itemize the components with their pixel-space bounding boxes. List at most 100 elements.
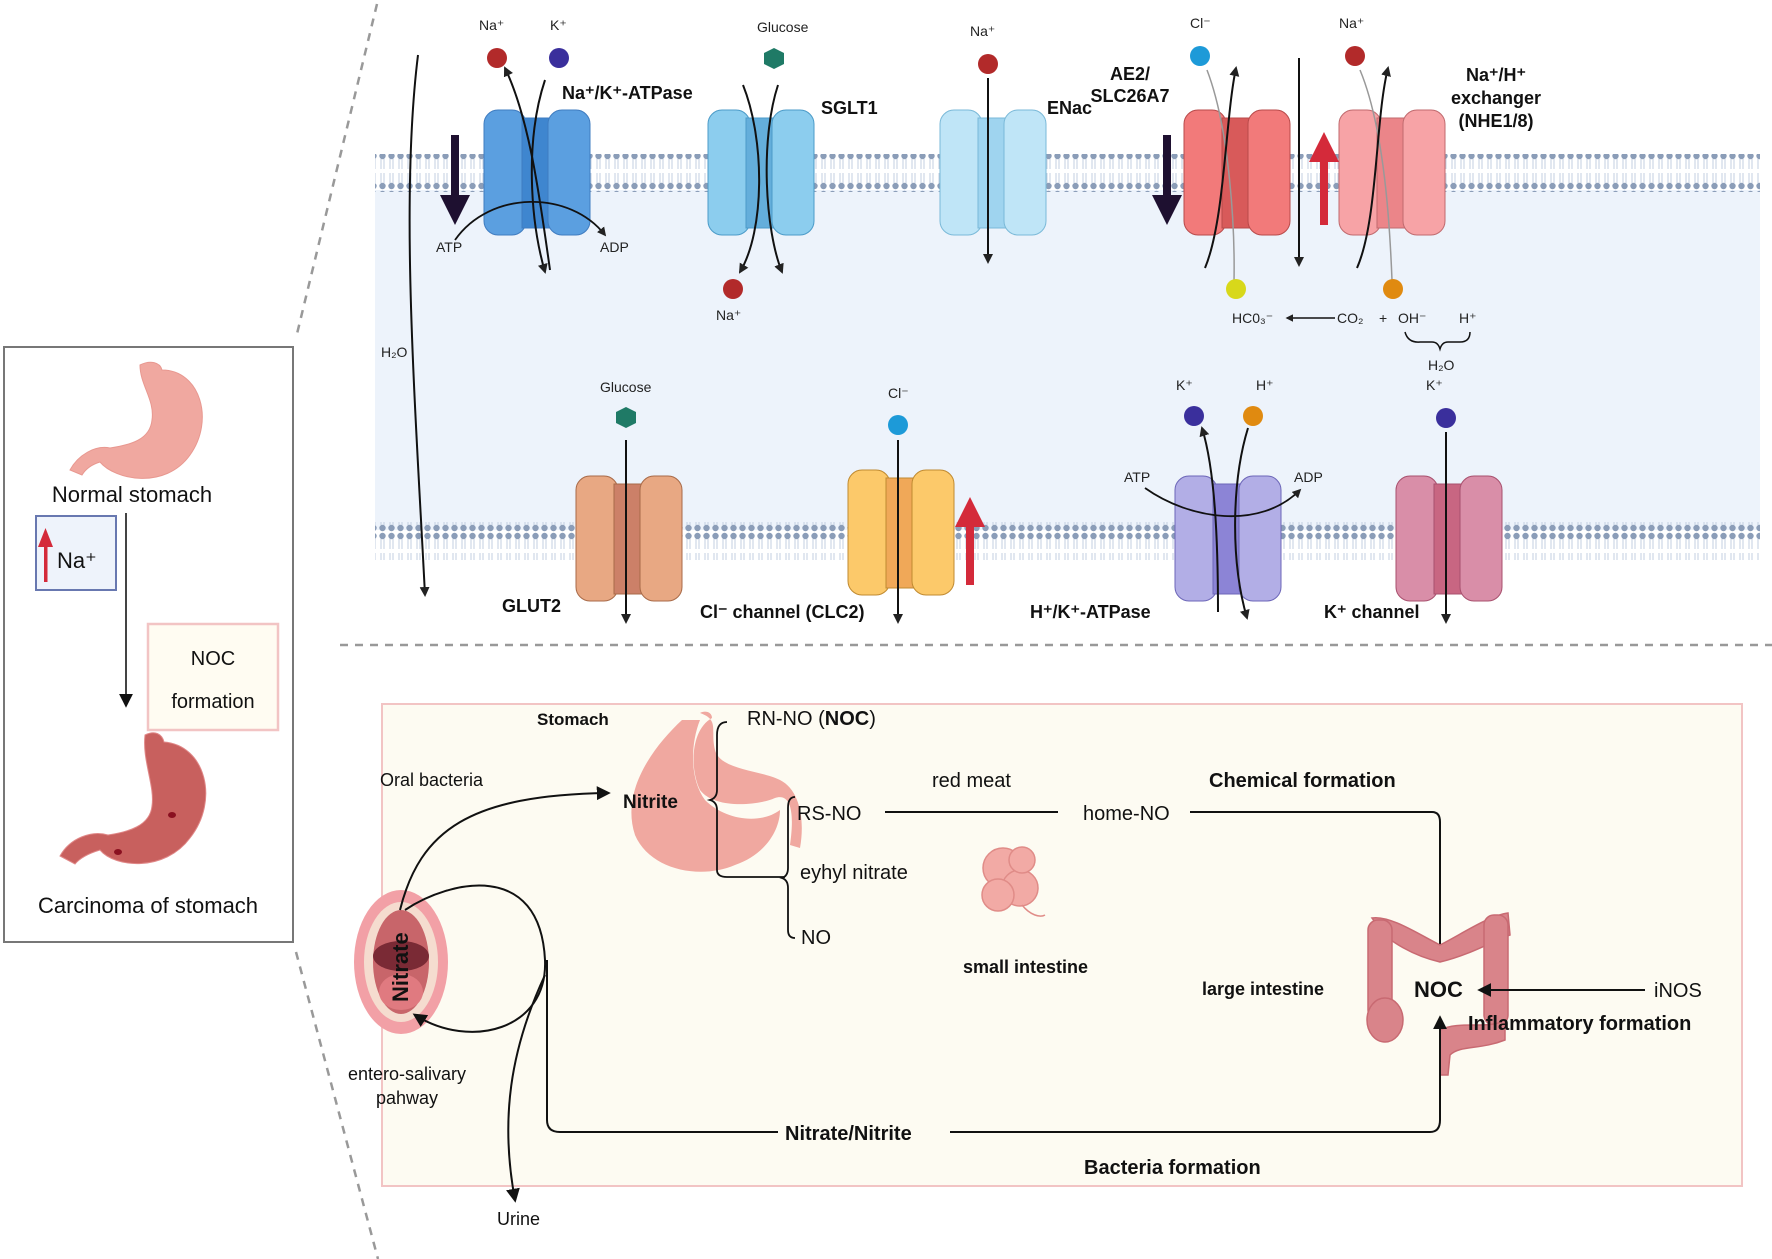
no-label: NO bbox=[801, 927, 831, 949]
bacteria-formation-arrow bbox=[950, 1015, 1447, 1133]
rsno-products-brace bbox=[779, 796, 796, 939]
hk-atp-arrow bbox=[1144, 487, 1302, 517]
sglt1-transporter bbox=[707, 109, 815, 236]
noc-formation-box bbox=[146, 622, 280, 732]
oral-bacteria-arrow bbox=[399, 786, 611, 911]
carbonic-reaction: HC0₃⁻ CO₂ + OH⁻ H⁺ H₂O bbox=[1232, 310, 1477, 373]
decrease-arrow-na-k bbox=[440, 135, 470, 225]
atp-label-hk: ATP bbox=[1124, 469, 1150, 485]
large-intestine-label: large intestine bbox=[1202, 979, 1324, 999]
large-intestine-illustration bbox=[1366, 912, 1511, 1076]
noc-label: NOC bbox=[1414, 977, 1463, 1002]
chloride-ion bbox=[888, 415, 908, 435]
sodium-ion bbox=[723, 279, 743, 299]
clc2-channel bbox=[847, 469, 955, 596]
normal-stomach-label: Normal stomach bbox=[52, 482, 212, 507]
glut2-transporter bbox=[575, 475, 683, 602]
transporter-name-nhe-line1: Na⁺/H⁺ bbox=[1466, 65, 1526, 85]
ion-label-glucose-glut2: Glucose bbox=[600, 379, 652, 395]
stomach-label: Stomach bbox=[537, 710, 609, 729]
sodium-label: Na⁺ bbox=[57, 548, 97, 573]
transporter-name-ae2-line1: AE2/ bbox=[1110, 64, 1150, 84]
small-intestine-label: small intestine bbox=[963, 957, 1088, 977]
nhe-na-path bbox=[1359, 69, 1393, 281]
chloride-ion bbox=[1190, 46, 1210, 66]
rnno-noc: NOC bbox=[825, 708, 869, 730]
water-brace bbox=[1404, 331, 1471, 352]
enac-channel bbox=[939, 109, 1047, 236]
na-efflux-arrow bbox=[503, 66, 551, 271]
noc-formation-line2: formation bbox=[171, 691, 254, 713]
rsno-label: RS-NO bbox=[797, 803, 861, 825]
glucose-molecule bbox=[764, 48, 784, 69]
zoom-guide-lines bbox=[294, 3, 1772, 1259]
sodium-ion bbox=[978, 54, 998, 74]
h-label: H⁺ bbox=[1459, 310, 1477, 326]
entero-salivary-line2: pahway bbox=[376, 1088, 438, 1108]
eyhyl-nitrate-label: eyhyl nitrate bbox=[800, 862, 908, 884]
urine-arrow bbox=[506, 974, 546, 1203]
carcinoma-label: Carcinoma of stomach bbox=[38, 893, 258, 918]
ion-label-k: K⁺ bbox=[550, 17, 567, 33]
ion-label-na-below: Na⁺ bbox=[716, 307, 741, 323]
h-k-atpase-transporter bbox=[1174, 475, 1282, 602]
sodium-ion bbox=[1345, 46, 1365, 66]
co2-label: CO₂ bbox=[1337, 310, 1363, 326]
potassium-ion bbox=[1184, 406, 1204, 426]
ion-label-cl-clc2: Cl⁻ bbox=[888, 385, 909, 401]
red-meat-label: red meat bbox=[932, 770, 1011, 792]
urine-label: Urine bbox=[497, 1209, 540, 1229]
ion-label-na-nhe: Na⁺ bbox=[1339, 15, 1364, 31]
bacteria-path-left bbox=[546, 960, 778, 1133]
chemical-formation-arrow bbox=[1190, 811, 1447, 961]
ion-label-na: Na⁺ bbox=[479, 17, 504, 33]
decrease-arrow-ae2 bbox=[1152, 135, 1182, 225]
apical-membrane bbox=[375, 154, 1760, 192]
ion-label-k-hk: K⁺ bbox=[1176, 377, 1193, 393]
transporter-name-ae2-line2: SLC26A7 bbox=[1090, 86, 1169, 106]
chemical-formation-label: Chemical formation bbox=[1209, 770, 1396, 792]
ion-label-na-enac: Na⁺ bbox=[970, 23, 995, 39]
noc-pathway-panel bbox=[381, 703, 1743, 1187]
transporter-name-hk-atpase: H⁺/K⁺-ATPase bbox=[1030, 602, 1151, 622]
cell-cross-section bbox=[375, 154, 1760, 560]
rnno-prefix: RN-NO ( bbox=[747, 708, 825, 730]
transporter-name-nhe-line2: exchanger bbox=[1451, 88, 1541, 108]
nitrate-nitrite-label: Nitrate/Nitrite bbox=[785, 1123, 912, 1145]
ae2-cl-path bbox=[1206, 69, 1235, 283]
sodium-increase-box bbox=[35, 515, 117, 591]
adp-label: ADP bbox=[600, 239, 629, 255]
inflammatory-formation-label: Inflammatory formation bbox=[1468, 1013, 1691, 1035]
nhe-h-arrow bbox=[1356, 66, 1391, 269]
bacteria-formation-label: Bacteria formation bbox=[1084, 1157, 1261, 1179]
hk-h-arrow bbox=[1234, 427, 1250, 620]
na-k-atpase-transporter bbox=[483, 109, 591, 236]
oh-label: OH⁻ bbox=[1398, 310, 1426, 326]
increase-arrow-nhe bbox=[1309, 132, 1339, 225]
noc-formation-line1: NOC bbox=[191, 648, 235, 670]
sodium-ion bbox=[487, 48, 507, 68]
transporter-name-nhe-line3: (NHE1/8) bbox=[1458, 111, 1533, 131]
small-intestine-illustration bbox=[981, 846, 1046, 917]
h2o-label: H₂O bbox=[381, 344, 408, 360]
entero-salivary-line1: entero-salivary bbox=[348, 1064, 466, 1084]
hco3-label: HC0₃⁻ bbox=[1232, 310, 1273, 326]
transporter-name-clc2: Cl⁻ channel (CLC2) bbox=[700, 602, 865, 622]
transporter-name-k-channel: K⁺ channel bbox=[1324, 602, 1420, 622]
hk-k-arrow bbox=[1199, 426, 1219, 613]
k-channel bbox=[1395, 475, 1503, 602]
normal-stomach-illustration bbox=[69, 361, 203, 479]
adp-label-hk: ADP bbox=[1294, 469, 1323, 485]
k-influx-arrow bbox=[530, 79, 548, 274]
inos-label: iNOS bbox=[1654, 980, 1702, 1002]
h2o-reaction-label: H₂O bbox=[1428, 357, 1455, 373]
ion-label-cl-ae2: Cl⁻ bbox=[1190, 15, 1211, 31]
proton-ion bbox=[1243, 406, 1263, 426]
mouth-illustration bbox=[354, 890, 448, 1034]
increase-arrow-na bbox=[38, 528, 53, 582]
home-no-label: home-NO bbox=[1083, 803, 1170, 825]
transporter-name-sglt1: SGLT1 bbox=[821, 98, 878, 118]
nitrate-label: Nitrate bbox=[388, 932, 413, 1002]
rnno-suffix: ) bbox=[869, 708, 876, 730]
